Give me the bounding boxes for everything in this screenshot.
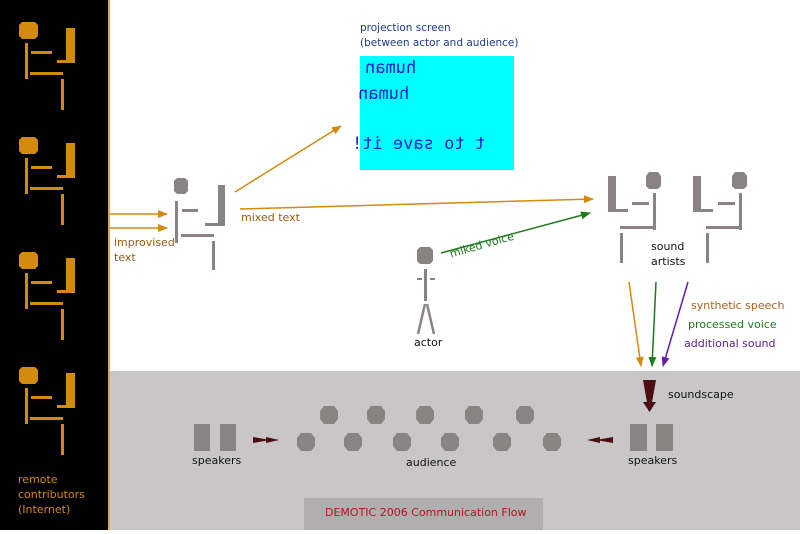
label-line: text bbox=[114, 251, 136, 264]
synthetic-speech-arrow bbox=[628, 281, 644, 367]
audience-member bbox=[297, 433, 315, 451]
screen-text-line: human bbox=[365, 58, 417, 78]
audience-member bbox=[367, 406, 385, 424]
label-line: artists bbox=[651, 255, 686, 268]
sound-artist-figure bbox=[693, 172, 747, 263]
screen-text-line: t to save it! bbox=[352, 134, 486, 154]
sound-artist-figure bbox=[608, 172, 661, 263]
processed-voice-arrow bbox=[648, 281, 657, 367]
actor-figure bbox=[416, 247, 436, 335]
label-line: projection screen bbox=[360, 22, 451, 34]
audience-member bbox=[344, 433, 362, 451]
processed-voice-label: processed voice bbox=[688, 318, 777, 331]
screen-text-line: human bbox=[358, 84, 410, 104]
right-speakers-label: speakers bbox=[628, 454, 678, 467]
left-speaker-arrow bbox=[253, 437, 279, 443]
audience-member bbox=[465, 406, 483, 424]
title-box bbox=[304, 498, 543, 530]
left-speakers bbox=[194, 424, 236, 451]
label-line: improvised bbox=[114, 236, 175, 249]
projection-screen-label: projection screen (between actor and aud… bbox=[360, 21, 518, 51]
label-line: sound bbox=[651, 240, 685, 253]
mixed-text-arrow bbox=[239, 195, 594, 210]
diagram-title: DEMOTIC 2006 Communication Flow bbox=[325, 506, 527, 519]
sound-artists-label: sound artists bbox=[651, 239, 685, 269]
audience-member bbox=[543, 433, 561, 451]
miked-voice-arrow bbox=[440, 211, 591, 254]
sidebar-background bbox=[0, 0, 108, 530]
left-speakers-label: speakers bbox=[192, 454, 242, 467]
mixed-text-label: mixed text bbox=[241, 211, 300, 224]
audience-member bbox=[516, 406, 534, 424]
label-line: contributors bbox=[18, 488, 85, 501]
audience-member bbox=[493, 433, 511, 451]
label-line: (Internet) bbox=[18, 503, 71, 516]
soundscape-arrow bbox=[643, 380, 656, 412]
audience-member bbox=[416, 406, 434, 424]
projection-screen bbox=[360, 56, 514, 170]
audience-member bbox=[320, 406, 338, 424]
audience-member bbox=[441, 433, 459, 451]
text-operator-figure bbox=[174, 178, 225, 270]
remote-contributor-figure bbox=[19, 22, 75, 110]
label-line: remote bbox=[18, 473, 58, 486]
improvised-text-label: improvised text bbox=[114, 235, 175, 265]
remote-contributor-figure bbox=[19, 367, 75, 455]
additional-sound-arrow bbox=[661, 281, 689, 367]
screen-arrow bbox=[234, 125, 342, 193]
actor-label: actor bbox=[414, 336, 443, 349]
remote-contributor-figure bbox=[19, 252, 75, 340]
additional-sound-label: additional sound bbox=[684, 337, 776, 350]
remote-contributors-label: remote contributors (Internet) bbox=[18, 472, 85, 517]
remote-contributor-figure bbox=[19, 137, 75, 225]
label-line: (between actor and audience) bbox=[360, 37, 519, 49]
audience-label: audience bbox=[406, 456, 457, 469]
audience-member bbox=[393, 433, 411, 451]
soundscape-label: soundscape bbox=[668, 388, 734, 401]
synthetic-speech-label: synthetic speech bbox=[691, 299, 785, 312]
right-speakers bbox=[630, 424, 673, 451]
right-speaker-arrow bbox=[587, 437, 613, 443]
